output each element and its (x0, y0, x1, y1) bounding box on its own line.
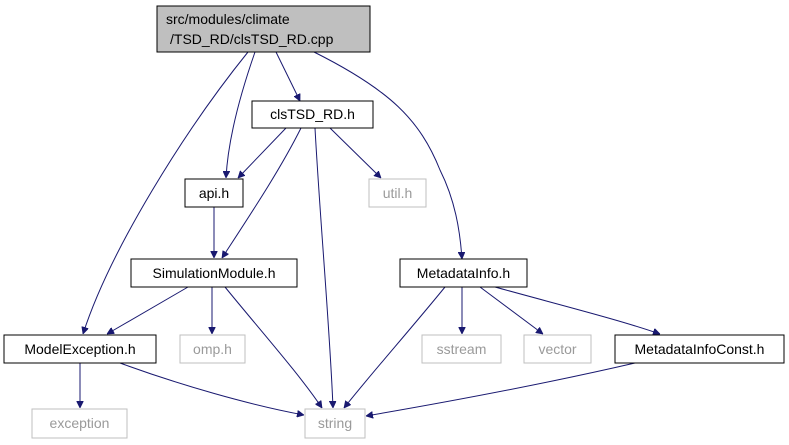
node-root-label-line-2: /TSD_RD/clsTSD_RD.cpp (170, 31, 334, 47)
node-api-h-label: api.h (199, 185, 229, 201)
node-string-label: string (318, 415, 352, 431)
node-vector[interactable]: vector (523, 334, 592, 364)
node-omp-h[interactable]: omp.h (179, 334, 246, 364)
node-MetadataInfo-h-label: MetadataInfo.h (417, 265, 510, 281)
node-root-file[interactable]: src/modules/climate /TSD_RD/clsTSD_RD.cp… (156, 5, 371, 53)
edge-SimulationModule_h-to-ModelException_h (107, 286, 189, 335)
edge-clsTSD_RD_h-to-SimulationModule_h (222, 127, 302, 258)
node-api-h[interactable]: api.h (184, 178, 244, 208)
node-root-label-line-1: src/modules/climate (166, 11, 290, 27)
node-string[interactable]: string (304, 408, 366, 439)
edge-root-to-ModelException_h (83, 51, 249, 334)
node-omp-h-label: omp.h (193, 341, 232, 357)
edges (80, 51, 660, 416)
node-ModelException-h[interactable]: ModelException.h (3, 334, 157, 364)
edge-clsTSD_RD_h-to-util_h (329, 127, 381, 178)
edge-MetadataInfoConst_h-to-string (366, 362, 636, 416)
node-MetadataInfoConst-h[interactable]: MetadataInfoConst.h (614, 334, 785, 364)
node-MetadataInfoConst-h-label: MetadataInfoConst.h (635, 341, 765, 357)
node-clsTSD_RD-h-label: clsTSD_RD.h (270, 106, 355, 122)
node-exception-label: exception (50, 415, 110, 431)
node-util-h-label: util.h (383, 185, 413, 201)
edge-SimulationModule_h-to-string (224, 286, 322, 408)
node-SimulationModule-h-label: SimulationModule.h (153, 265, 276, 281)
node-ModelException-h-label: ModelException.h (24, 341, 135, 357)
node-SimulationModule-h[interactable]: SimulationModule.h (130, 258, 298, 288)
edge-MetadataInfo_h-to-MetadataInfoConst_h (494, 286, 660, 334)
edge-clsTSD_RD_h-to-api_h (238, 127, 287, 178)
edge-clsTSD_RD_h-to-string (314, 127, 333, 408)
node-sstream[interactable]: sstream (421, 334, 502, 364)
edge-root-to-api_h (226, 51, 256, 178)
node-util-h[interactable]: util.h (368, 178, 427, 208)
nodes: src/modules/climate /TSD_RD/clsTSD_RD.cp… (3, 5, 785, 439)
edge-MetadataInfo_h-to-vector (479, 286, 543, 334)
node-vector-label: vector (538, 341, 576, 357)
node-exception[interactable]: exception (31, 408, 128, 439)
edge-root-to-clsTSD_RD_h (275, 51, 301, 101)
edge-ModelException_h-to-string (119, 362, 304, 415)
node-sstream-label: sstream (437, 341, 487, 357)
edge-root-to-MetadataInfo_h (313, 51, 462, 259)
edge-MetadataInfo_h-to-string (344, 286, 446, 408)
node-MetadataInfo-h[interactable]: MetadataInfo.h (399, 258, 528, 288)
node-clsTSD_RD-h[interactable]: clsTSD_RD.h (251, 100, 374, 129)
